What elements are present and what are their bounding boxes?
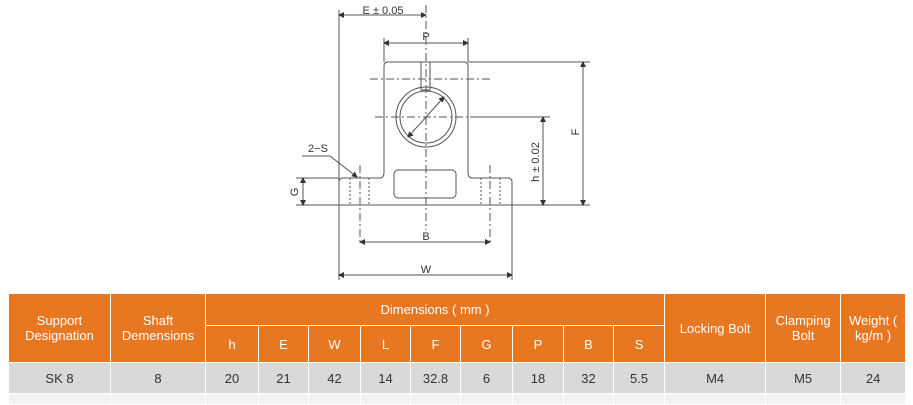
- cell-h: 20: [205, 362, 259, 394]
- header-P: P: [512, 325, 564, 363]
- slot: [393, 169, 457, 199]
- cell-L: 14: [360, 362, 411, 394]
- label-B: B: [422, 231, 429, 243]
- cell-W: 42: [308, 362, 361, 394]
- technical-drawing: E ± 0.05 P B W 2−S G F h ± 0.02: [289, 5, 590, 280]
- cell-designation: SK 8: [8, 362, 111, 394]
- header-shaft: Shaft Demensions: [110, 293, 206, 363]
- cell-clamping: M5: [765, 362, 842, 394]
- table-row-partial: [8, 393, 907, 405]
- header-S: S: [612, 325, 666, 363]
- cell-locking: M4: [664, 362, 767, 394]
- label-S: 2−S: [308, 143, 328, 155]
- cell-E: 21: [258, 362, 309, 394]
- cell-S: 5.5: [612, 362, 666, 394]
- header-clamping: Clamping Bolt: [765, 293, 842, 363]
- header-W: W: [308, 325, 361, 363]
- spec-table: Support Designation Shaft Demensions Dim…: [8, 293, 907, 405]
- label-G: G: [289, 188, 301, 197]
- header-E: E: [258, 325, 309, 363]
- cell-shaft: 8: [110, 362, 206, 394]
- cell-F: 32.8: [410, 362, 461, 394]
- label-h: h ± 0.02: [530, 142, 542, 182]
- cell-P: 18: [512, 362, 564, 394]
- cell-G: 6: [460, 362, 513, 394]
- header-weight: Weight ( kg/m ): [840, 293, 907, 363]
- label-P: P: [422, 31, 429, 43]
- label-W: W: [421, 264, 432, 276]
- cell-B: 32: [563, 362, 614, 394]
- cell-weight: 24: [840, 362, 907, 394]
- header-F: F: [410, 325, 461, 363]
- header-support: Support Designation: [8, 293, 111, 363]
- header-locking: Locking Bolt: [664, 293, 767, 363]
- header-dimensions: Dimensions ( mm ): [204, 293, 666, 326]
- label-F: F: [570, 128, 582, 135]
- table-row: SK 8 8 20 21 42 14 32.8 6 18 32 5.5 M4 M…: [8, 362, 907, 394]
- header-B: B: [563, 325, 614, 363]
- label-E: E ± 0.05: [363, 5, 404, 17]
- support-body-outline: [338, 61, 513, 206]
- header-h: h: [205, 325, 259, 363]
- header-L: L: [360, 325, 411, 363]
- header-G: G: [460, 325, 513, 363]
